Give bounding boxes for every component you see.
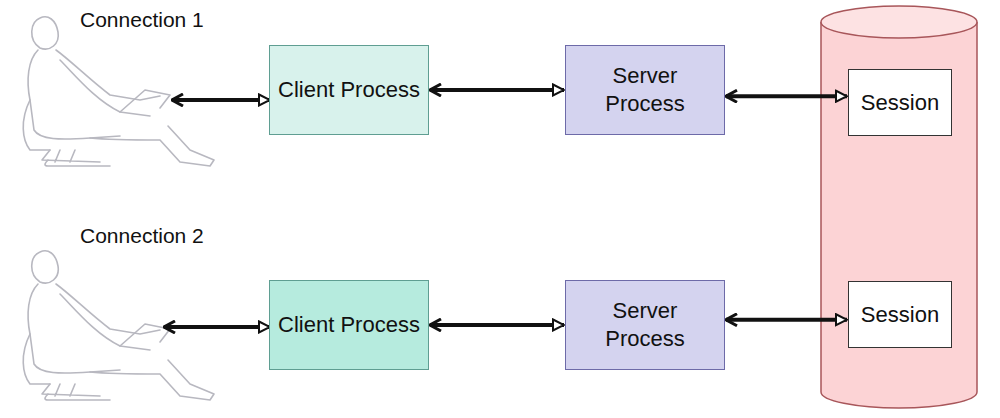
- bidirectional-arrow: [726, 318, 847, 322]
- box-text: Session: [861, 301, 939, 329]
- box-text: Client Process: [278, 76, 420, 104]
- connection-label: Connection 1: [80, 8, 204, 32]
- person-figure: [23, 17, 214, 166]
- database-cylinder: [821, 6, 977, 408]
- user-arrow: [164, 325, 270, 329]
- server-process-box: Server Process: [565, 280, 725, 370]
- box-text: Session: [861, 89, 939, 117]
- session-box: Session: [848, 69, 952, 136]
- connection-label: Connection 2: [80, 224, 204, 248]
- user-arrow: [172, 98, 270, 102]
- box-text: Server Process: [574, 297, 716, 353]
- bidirectional-arrow: [430, 88, 564, 92]
- server-process-box: Server Process: [565, 45, 725, 135]
- bidirectional-arrow: [430, 323, 564, 327]
- box-text: Client Process: [278, 311, 420, 339]
- bidirectional-arrow: [726, 94, 847, 98]
- client-process-box: Client Process: [269, 45, 429, 135]
- client-process-box: Client Process: [269, 280, 429, 370]
- box-text: Server Process: [574, 62, 716, 118]
- session-box: Session: [848, 281, 952, 348]
